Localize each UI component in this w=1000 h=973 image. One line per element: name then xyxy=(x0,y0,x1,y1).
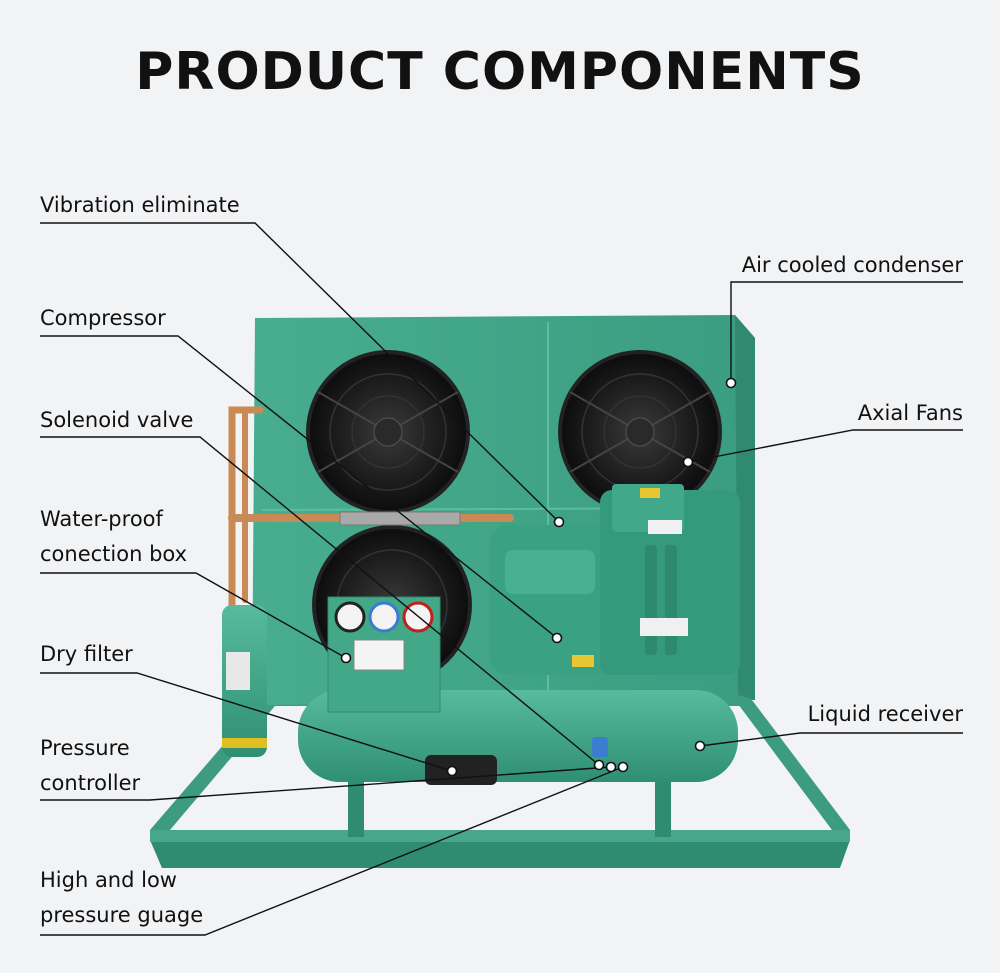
compressor-body xyxy=(490,484,740,675)
page-title: PRODUCT COMPONENTS xyxy=(135,42,865,102)
label-compressor: Compressor xyxy=(40,306,166,330)
label-air-cooled-condenser: Air cooled condenser xyxy=(741,253,963,277)
label-vibration-eliminate: Vibration eliminate xyxy=(40,193,240,217)
label-solenoid-valve: Solenoid valve xyxy=(40,408,194,432)
label-gauge-line1: High and low xyxy=(40,868,177,892)
left-accumulator xyxy=(222,605,267,757)
axial-fan-2 xyxy=(558,350,722,514)
leader-dots xyxy=(340,377,737,777)
label-waterproof-box-line2: conection box xyxy=(40,542,188,566)
label-waterproof-box-line1: Water-proof xyxy=(40,507,163,531)
axial-fan-1 xyxy=(306,350,470,514)
vibration-eliminator-hose xyxy=(339,511,461,526)
dry-filter-body xyxy=(425,755,497,785)
liquid-receiver-tank xyxy=(298,690,738,782)
label-axial-fans: Axial Fans xyxy=(857,401,963,425)
leader-lines xyxy=(40,222,963,936)
label-liquid-receiver: Liquid receiver xyxy=(807,702,963,726)
solenoid-coil xyxy=(592,737,608,757)
label-gauge-line2: pressure guage xyxy=(40,903,204,927)
label-pressure-controller-line1: Pressure xyxy=(40,736,130,760)
label-dry-filter: Dry filter xyxy=(40,642,133,666)
label-pressure-controller-line2: controller xyxy=(40,771,141,795)
